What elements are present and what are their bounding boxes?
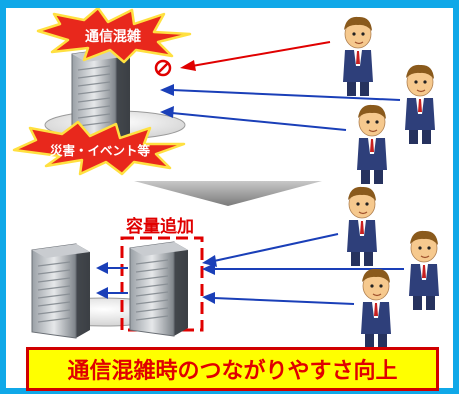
person-icon: [346, 186, 378, 267]
top-arrow-lower: [160, 106, 347, 131]
bottom-arrow-lower: [202, 292, 355, 305]
caption-text: 通信混雑時のつながりやすさ向上: [67, 359, 398, 384]
no-entry-icon: [154, 59, 172, 77]
burst-bottom: 災害・イベント等: [12, 120, 186, 176]
blocked-arrow: [180, 41, 331, 71]
bottom-arrow-upper: [202, 233, 339, 267]
transition-arrow: [134, 181, 322, 206]
inter-server-arrow-upper: [96, 262, 128, 274]
bottom-arrow-middle: [202, 263, 404, 275]
person-icon: [342, 16, 374, 97]
added-capacity-box: [120, 236, 204, 332]
burst-top-label: 通信混雑: [85, 28, 141, 45]
added-server-icon: [129, 241, 189, 337]
person-icon: [356, 104, 388, 185]
top-scene: 通信混雑 災害・イベント等: [12, 8, 436, 185]
bottom-scene: 容量追加: [31, 186, 440, 349]
burst-top: 通信混雑: [36, 8, 192, 64]
person-icon: [408, 230, 440, 311]
burst-bottom-label: 災害・イベント等: [49, 143, 151, 158]
top-arrow-middle: [160, 84, 401, 101]
caption-box: 通信混雑時のつながりやすさ向上: [26, 347, 439, 391]
inter-server-arrow-lower: [96, 287, 128, 299]
existing-server-icon: [31, 243, 91, 339]
added-capacity-label: 容量追加: [126, 216, 194, 237]
diagram-canvas: 通信混雑 災害・イベント等: [12, 8, 440, 349]
person-icon: [404, 64, 436, 145]
person-icon: [360, 268, 392, 349]
